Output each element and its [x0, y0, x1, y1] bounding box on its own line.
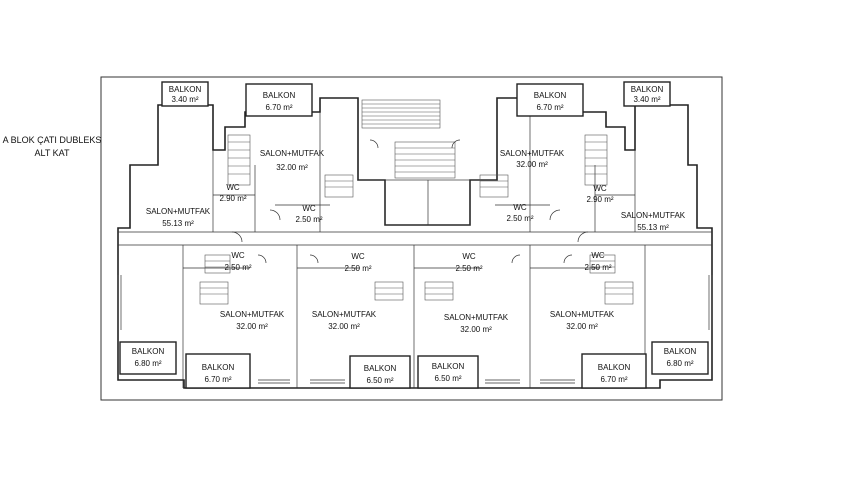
room-salon-7: SALON+MUTFAK 32.00 m²: [444, 313, 509, 334]
balcony-bottom-1: BALKON 6.80 m²: [119, 341, 177, 375]
room-label: SALON+MUTFAK: [260, 149, 325, 158]
room-salon-6: SALON+MUTFAK 32.00 m²: [312, 310, 377, 331]
room-area: 32.00 m²: [276, 163, 308, 172]
room-area: 2.50 m²: [584, 263, 611, 272]
sheet-frame: [100, 76, 723, 401]
room-label: WC: [231, 251, 245, 260]
stairs: [199, 99, 634, 305]
balcony-top-4: BALKON 3.40 m²: [623, 81, 671, 107]
room-label: WC: [593, 184, 607, 193]
room-area: 55.13 m²: [637, 223, 669, 232]
caption-title: A BLOK ÇATI DUBLEKS: [2, 135, 102, 145]
balcony-label: BALKON: [598, 363, 631, 372]
balcony-label: BALKON: [534, 91, 567, 100]
room-label: SALON+MUTFAK: [550, 310, 615, 319]
room-wc-3: WC 2.50 m²: [506, 203, 533, 223]
balcony-area: 6.80 m²: [134, 359, 161, 368]
room-label: SALON+MUTFAK: [500, 149, 565, 158]
room-wc-7: WC 2.50 m²: [455, 252, 482, 273]
room-wc-2: WC 2.50 m²: [295, 204, 322, 224]
room-wc-8: WC 2.50 m²: [584, 251, 611, 272]
room-area: 2.50 m²: [344, 264, 371, 273]
building-outline: [117, 97, 713, 389]
room-area: 32.00 m²: [566, 322, 598, 331]
balcony-bottom-4: BALKON 6.50 m²: [417, 355, 479, 389]
balcony-top-1: BALKON 3.40 m²: [161, 81, 209, 107]
balcony-label: BALKON: [631, 85, 664, 94]
room-area: 55.13 m²: [162, 219, 194, 228]
balcony-label: BALKON: [202, 363, 235, 372]
balcony-label: BALKON: [664, 347, 697, 356]
room-label: SALON+MUTFAK: [146, 207, 211, 216]
room-area: 2.50 m²: [295, 215, 322, 224]
room-label: WC: [513, 203, 527, 212]
balcony-top-2: BALKON 6.70 m²: [245, 83, 313, 117]
balcony-area: 6.80 m²: [666, 359, 693, 368]
room-salon-1: SALON+MUTFAK 32.00 m²: [260, 149, 325, 172]
room-area: 32.00 m²: [516, 160, 548, 169]
caption-subtitle: ALT KAT: [34, 148, 70, 158]
balcony-area: 6.70 m²: [536, 103, 563, 112]
room-label: WC: [462, 252, 476, 261]
room-salon-3: SALON+MUTFAK 55.13 m²: [146, 207, 211, 228]
balcony-area: 3.40 m²: [633, 95, 660, 104]
balcony-label: BALKON: [169, 85, 202, 94]
balcony-top-3: BALKON 6.70 m²: [516, 83, 584, 117]
interior-walls: [118, 112, 712, 388]
balcony-label: BALKON: [263, 91, 296, 100]
room-wc-6: WC 2.50 m²: [344, 252, 371, 273]
balcony-bottom-6: BALKON 6.80 m²: [651, 341, 709, 375]
balcony-area: 3.40 m²: [171, 95, 198, 104]
room-salon-4: SALON+MUTFAK 55.13 m²: [621, 211, 686, 232]
room-label: WC: [591, 251, 605, 260]
room-area: 2.50 m²: [506, 214, 533, 223]
room-label: WC: [302, 204, 316, 213]
room-area: 2.50 m²: [455, 264, 482, 273]
room-label: WC: [226, 183, 240, 192]
room-label: SALON+MUTFAK: [312, 310, 377, 319]
balcony-bottom-2: BALKON 6.70 m²: [185, 353, 251, 389]
room-label: SALON+MUTFAK: [220, 310, 285, 319]
room-area: 32.00 m²: [460, 325, 492, 334]
room-salon-2: SALON+MUTFAK 32.00 m²: [500, 149, 565, 169]
room-salon-8: SALON+MUTFAK 32.00 m²: [550, 310, 615, 331]
room-area: 32.00 m²: [236, 322, 268, 331]
balcony-area: 6.50 m²: [434, 374, 461, 383]
room-area: 2.90 m²: [586, 195, 613, 204]
balcony-area: 6.70 m²: [204, 375, 231, 384]
balcony-area: 6.70 m²: [600, 375, 627, 384]
balcony-area: 6.70 m²: [265, 103, 292, 112]
balcony-label: BALKON: [132, 347, 165, 356]
room-label: SALON+MUTFAK: [621, 211, 686, 220]
windows: [117, 275, 713, 384]
room-salon-5: SALON+MUTFAK 32.00 m²: [220, 310, 285, 331]
door-swings: [231, 139, 589, 264]
room-label: SALON+MUTFAK: [444, 313, 509, 322]
room-wc-1: WC 2.90 m²: [219, 183, 246, 203]
room-wc-4: WC 2.90 m²: [586, 184, 613, 204]
room-area: 32.00 m²: [328, 322, 360, 331]
balcony-area: 6.50 m²: [366, 376, 393, 385]
balcony-bottom-3: BALKON 6.50 m²: [349, 355, 411, 389]
balcony-label: BALKON: [432, 362, 465, 371]
room-area: 2.50 m²: [224, 263, 251, 272]
plan-caption: A BLOK ÇATI DUBLEKS ALT KAT: [0, 134, 104, 160]
balcony-bottom-5: BALKON 6.70 m²: [581, 353, 647, 389]
room-label: WC: [351, 252, 365, 261]
room-wc-5: WC 2.50 m²: [224, 251, 251, 272]
room-area: 2.90 m²: [219, 194, 246, 203]
balcony-label: BALKON: [364, 364, 397, 373]
